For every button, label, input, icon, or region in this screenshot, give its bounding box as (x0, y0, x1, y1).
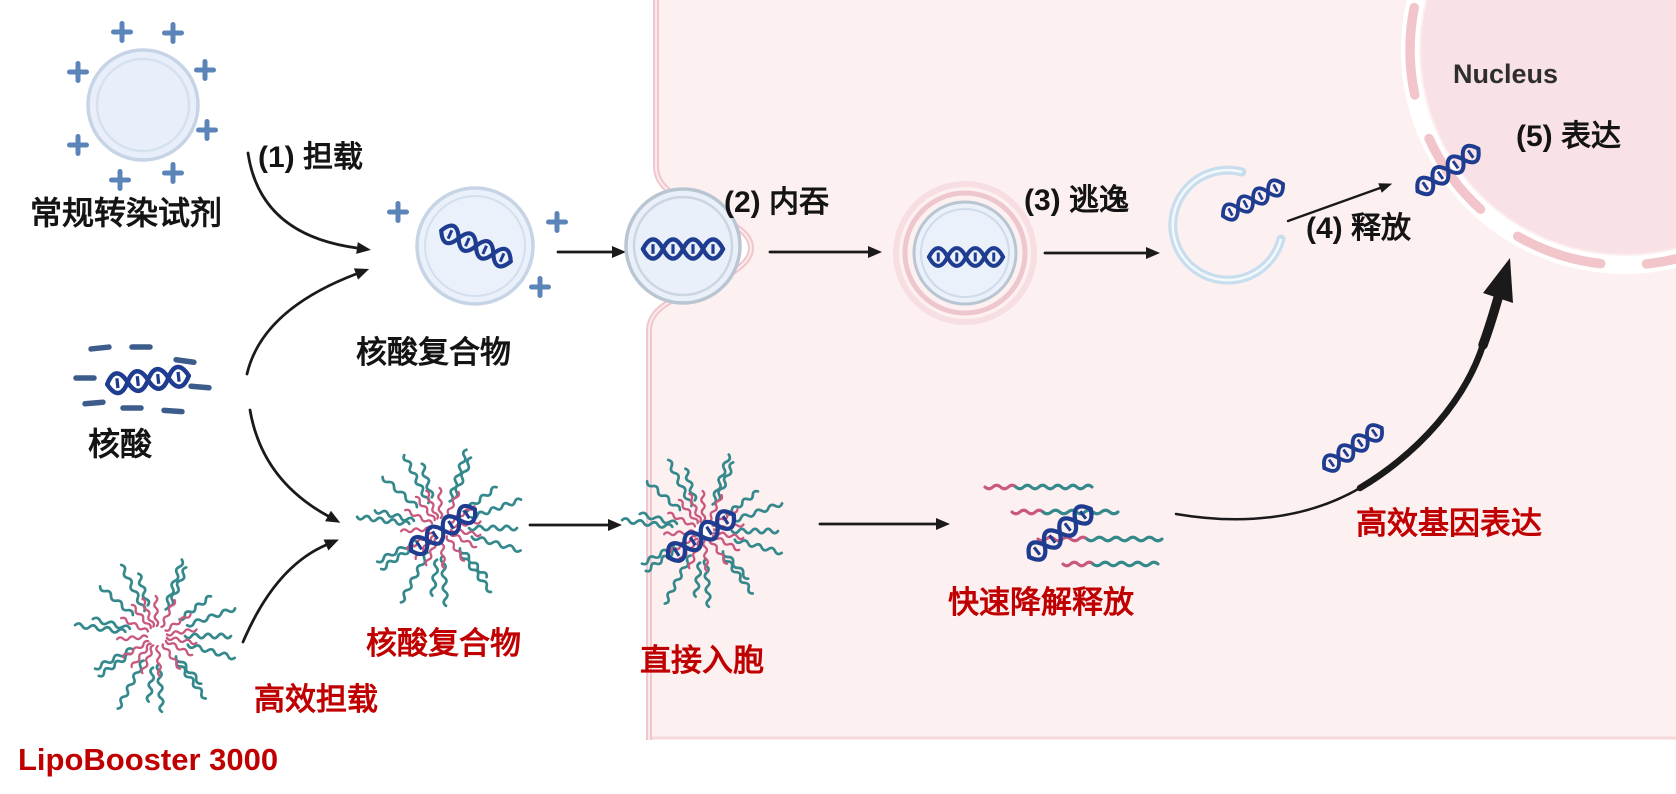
step5-expression-label: (5) 表达 (1516, 120, 1621, 153)
step2-endocytosis-label: (2) 内吞 (724, 186, 829, 219)
step1-loading-label: (1) 担载 (258, 141, 363, 174)
plus-charge-icon (109, 169, 131, 191)
dna-helix-icon (926, 246, 1006, 268)
conventional-reagent-label: 常规转染试剂 (30, 195, 223, 231)
micelle-icon (73, 558, 237, 714)
plus-charge-icon (387, 201, 409, 223)
arrow-icon (818, 518, 950, 530)
arrow-icon (241, 539, 339, 644)
liposome-icon (86, 48, 200, 162)
plus-charge-icon (194, 59, 216, 81)
plus-charge-icon (111, 21, 133, 43)
micelle-icon (620, 453, 784, 609)
arrow-icon (245, 268, 370, 376)
complex-bottom-label: 核酸复合物 (366, 626, 521, 661)
minus-charge-icon (173, 356, 197, 366)
arrow-icon (246, 151, 371, 254)
nucleic-acid-label: 核酸 (88, 426, 153, 462)
rapid-release-label: 快速降解释放 (948, 585, 1134, 620)
dna-helix-icon (408, 503, 478, 557)
efficient-loading-label: 高效担载 (254, 682, 378, 717)
dna-helix-icon (104, 364, 192, 396)
plus-charge-icon (67, 61, 89, 83)
dna-helix-icon (1221, 178, 1285, 222)
direct-entry-label: 直接入胞 (640, 643, 764, 678)
dna-helix-icon (1026, 504, 1094, 562)
plus-charge-icon (546, 211, 568, 233)
arrow-icon (768, 246, 882, 258)
arrow-icon (248, 408, 341, 523)
polymer-fragment-icon (983, 483, 1094, 491)
nucleus-label: Nucleus (1453, 59, 1559, 89)
plus-charge-icon (162, 162, 184, 184)
dna-helix-icon (1322, 423, 1384, 473)
step4-release-label: (4) 释放 (1306, 212, 1411, 245)
arrow-icon (528, 519, 622, 531)
dna-helix-icon (1415, 143, 1481, 197)
minus-charge-icon (82, 399, 106, 407)
big-curved-arrow (1174, 486, 1362, 521)
step3-escape-label: (3) 逃逸 (1024, 184, 1129, 217)
lipobooster-label: LipoBooster 3000 (18, 742, 279, 777)
dna-helix-icon (439, 223, 513, 269)
minus-charge-icon (88, 344, 112, 352)
arrow-icon (1043, 247, 1160, 259)
minus-charge-icon (161, 407, 185, 415)
complex-top-label: 核酸复合物 (356, 335, 511, 370)
dna-helix-icon (665, 509, 737, 563)
plus-charge-icon (162, 22, 184, 44)
arrow-icon (556, 246, 626, 258)
plus-charge-icon (196, 119, 218, 141)
dna-helix-icon (640, 237, 726, 261)
open-vesicle-icon (1168, 165, 1286, 285)
gene-expression-label: 高效基因表达 (1356, 506, 1542, 541)
arrow-icon (1286, 183, 1393, 223)
plus-charge-icon (67, 134, 89, 156)
plus-charge-icon (529, 276, 551, 298)
polymer-fragment-icon (1061, 560, 1160, 568)
minus-charge-icon (188, 383, 212, 391)
nucleus-shape (1401, 0, 1676, 274)
